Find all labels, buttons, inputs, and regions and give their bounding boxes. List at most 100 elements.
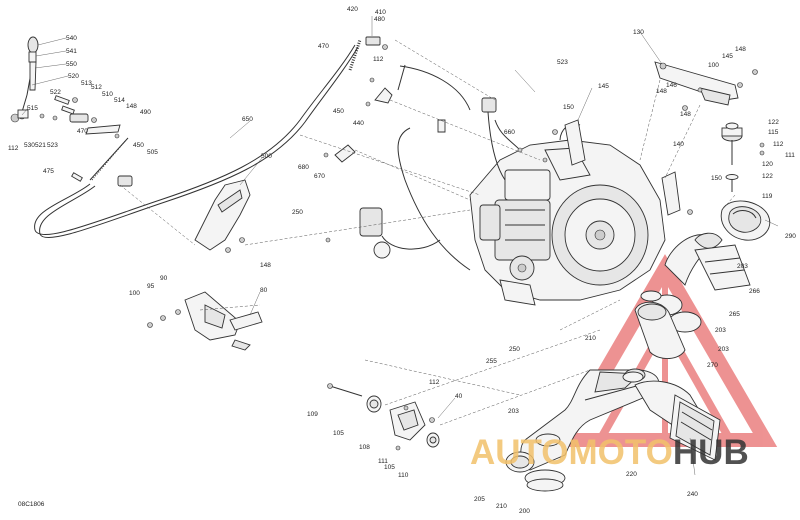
callout-490: 490 (140, 109, 151, 116)
callout-480: 480 (374, 16, 385, 23)
callout-150-mid: 150 (563, 104, 574, 111)
callout-450-mid: 450 (333, 108, 344, 115)
callout-205: 205 (474, 496, 485, 503)
callout-80: 80 (260, 287, 268, 294)
callout-110: 110 (398, 472, 409, 479)
callout-109: 109 (307, 411, 318, 418)
watermark-brand-text: AUTOMOTOHUB (470, 433, 749, 472)
actuator-bracket-108 (389, 401, 435, 441)
sensor-assembly (325, 119, 471, 271)
callout-290: 290 (785, 233, 796, 240)
callout-112-left: 112 (8, 145, 19, 152)
callout-112: 112 (373, 56, 384, 63)
callout-250-low: 250 (509, 346, 520, 353)
shift-cable-spring (71, 137, 133, 187)
callout-145-mid: 145 (598, 83, 609, 90)
clamp-210-upper (535, 371, 644, 447)
callout-540: 540 (66, 35, 77, 42)
diagram-code: 08C1806 (18, 501, 45, 508)
callout-150-r: 150 (711, 175, 722, 182)
brand-part-hub: HUB (673, 433, 749, 472)
callout-203-r1: 203 (737, 263, 748, 270)
callout-521: 521 (35, 142, 46, 149)
intake-adapter-270 (634, 301, 686, 359)
callout-450-left: 450 (133, 142, 144, 149)
callout-105-a: 105 (333, 430, 344, 437)
callout-148-r1: 148 (735, 46, 746, 53)
callout-148-mid: 148 (260, 262, 271, 269)
callout-512: 512 (91, 84, 102, 91)
callout-475: 475 (43, 168, 54, 175)
callout-440: 440 (353, 120, 364, 127)
clamp-205 (505, 451, 566, 492)
callout-leaders (21, 31, 779, 476)
callout-515: 515 (27, 105, 38, 112)
callout-255: 255 (486, 358, 497, 365)
callout-660: 660 (504, 129, 515, 136)
exhaust-duct-266 (694, 244, 751, 291)
callout-522: 522 (50, 89, 61, 96)
bushing-110 (395, 432, 440, 451)
callout-520: 520 (68, 73, 79, 80)
callout-541: 541 (66, 48, 77, 55)
upper-support-bracket (654, 61, 758, 111)
callout-115: 115 (768, 129, 779, 136)
air-intake-boot (720, 200, 771, 241)
svg-text:AUTOMOTOHUB: AUTOMOTOHUB (470, 433, 749, 472)
rod-bracket-450 (365, 77, 375, 107)
callout-470-left: 470 (77, 128, 88, 135)
callout-680: 680 (298, 164, 309, 171)
support-bracket (194, 179, 251, 253)
callout-203-low: 203 (508, 408, 519, 415)
callout-40: 40 (455, 393, 463, 400)
intake-duct-203 (664, 232, 723, 286)
callout-550: 550 (66, 61, 77, 68)
callout-470: 470 (318, 43, 329, 50)
callout-122-bot: 122 (762, 173, 773, 180)
pedal-arm (229, 311, 263, 351)
small-bracket-440 (374, 64, 471, 111)
callout-500: 500 (261, 153, 272, 160)
callout-420: 420 (347, 6, 358, 13)
callout-100-low: 100 (129, 290, 140, 297)
engine-block (469, 97, 666, 306)
cable-connector-top (365, 16, 388, 50)
callout-210-top: 210 (585, 335, 596, 342)
callout-148-r3: 148 (680, 111, 691, 118)
side-bracket-140 (661, 171, 693, 216)
callout-650: 650 (242, 116, 253, 123)
callout-410: 410 (375, 9, 386, 16)
callout-111-low: 111 (378, 458, 388, 465)
callout-265: 265 (729, 311, 740, 318)
callout-108: 108 (359, 444, 370, 451)
callout-90: 90 (160, 275, 168, 282)
callout-514: 514 (114, 97, 125, 104)
callout-119: 119 (762, 193, 773, 200)
callout-250-left: 250 (292, 209, 303, 216)
brand-part-auto: AUTO (470, 433, 569, 472)
callout-210-low: 210 (496, 503, 507, 510)
callout-112-r: 112 (773, 141, 784, 148)
brand-part-moto: MOTO (569, 433, 673, 472)
callout-112-low: 112 (429, 379, 440, 386)
callout-270: 270 (707, 362, 718, 369)
callout-105-b: 105 (384, 464, 395, 471)
air-filter-box-240 (669, 394, 721, 461)
callout-95: 95 (147, 283, 155, 290)
assembly-guide-lines (119, 39, 736, 426)
callout-510: 510 (102, 91, 113, 98)
callout-203-r3: 203 (718, 346, 729, 353)
callout-labels: 420 410 480 470 112 540 541 550 520 513 … (8, 6, 796, 515)
callout-240: 240 (687, 491, 698, 498)
callout-120: 120 (762, 161, 773, 168)
callout-220: 220 (626, 471, 637, 478)
linkage-rods (54, 95, 121, 139)
callout-530: 530 (24, 142, 35, 149)
pedal-bracket (147, 291, 241, 341)
callout-670: 670 (314, 173, 325, 180)
callout-111-r: 111 (785, 152, 795, 159)
callout-200: 200 (519, 508, 530, 515)
small-bracket-680 (323, 144, 356, 163)
